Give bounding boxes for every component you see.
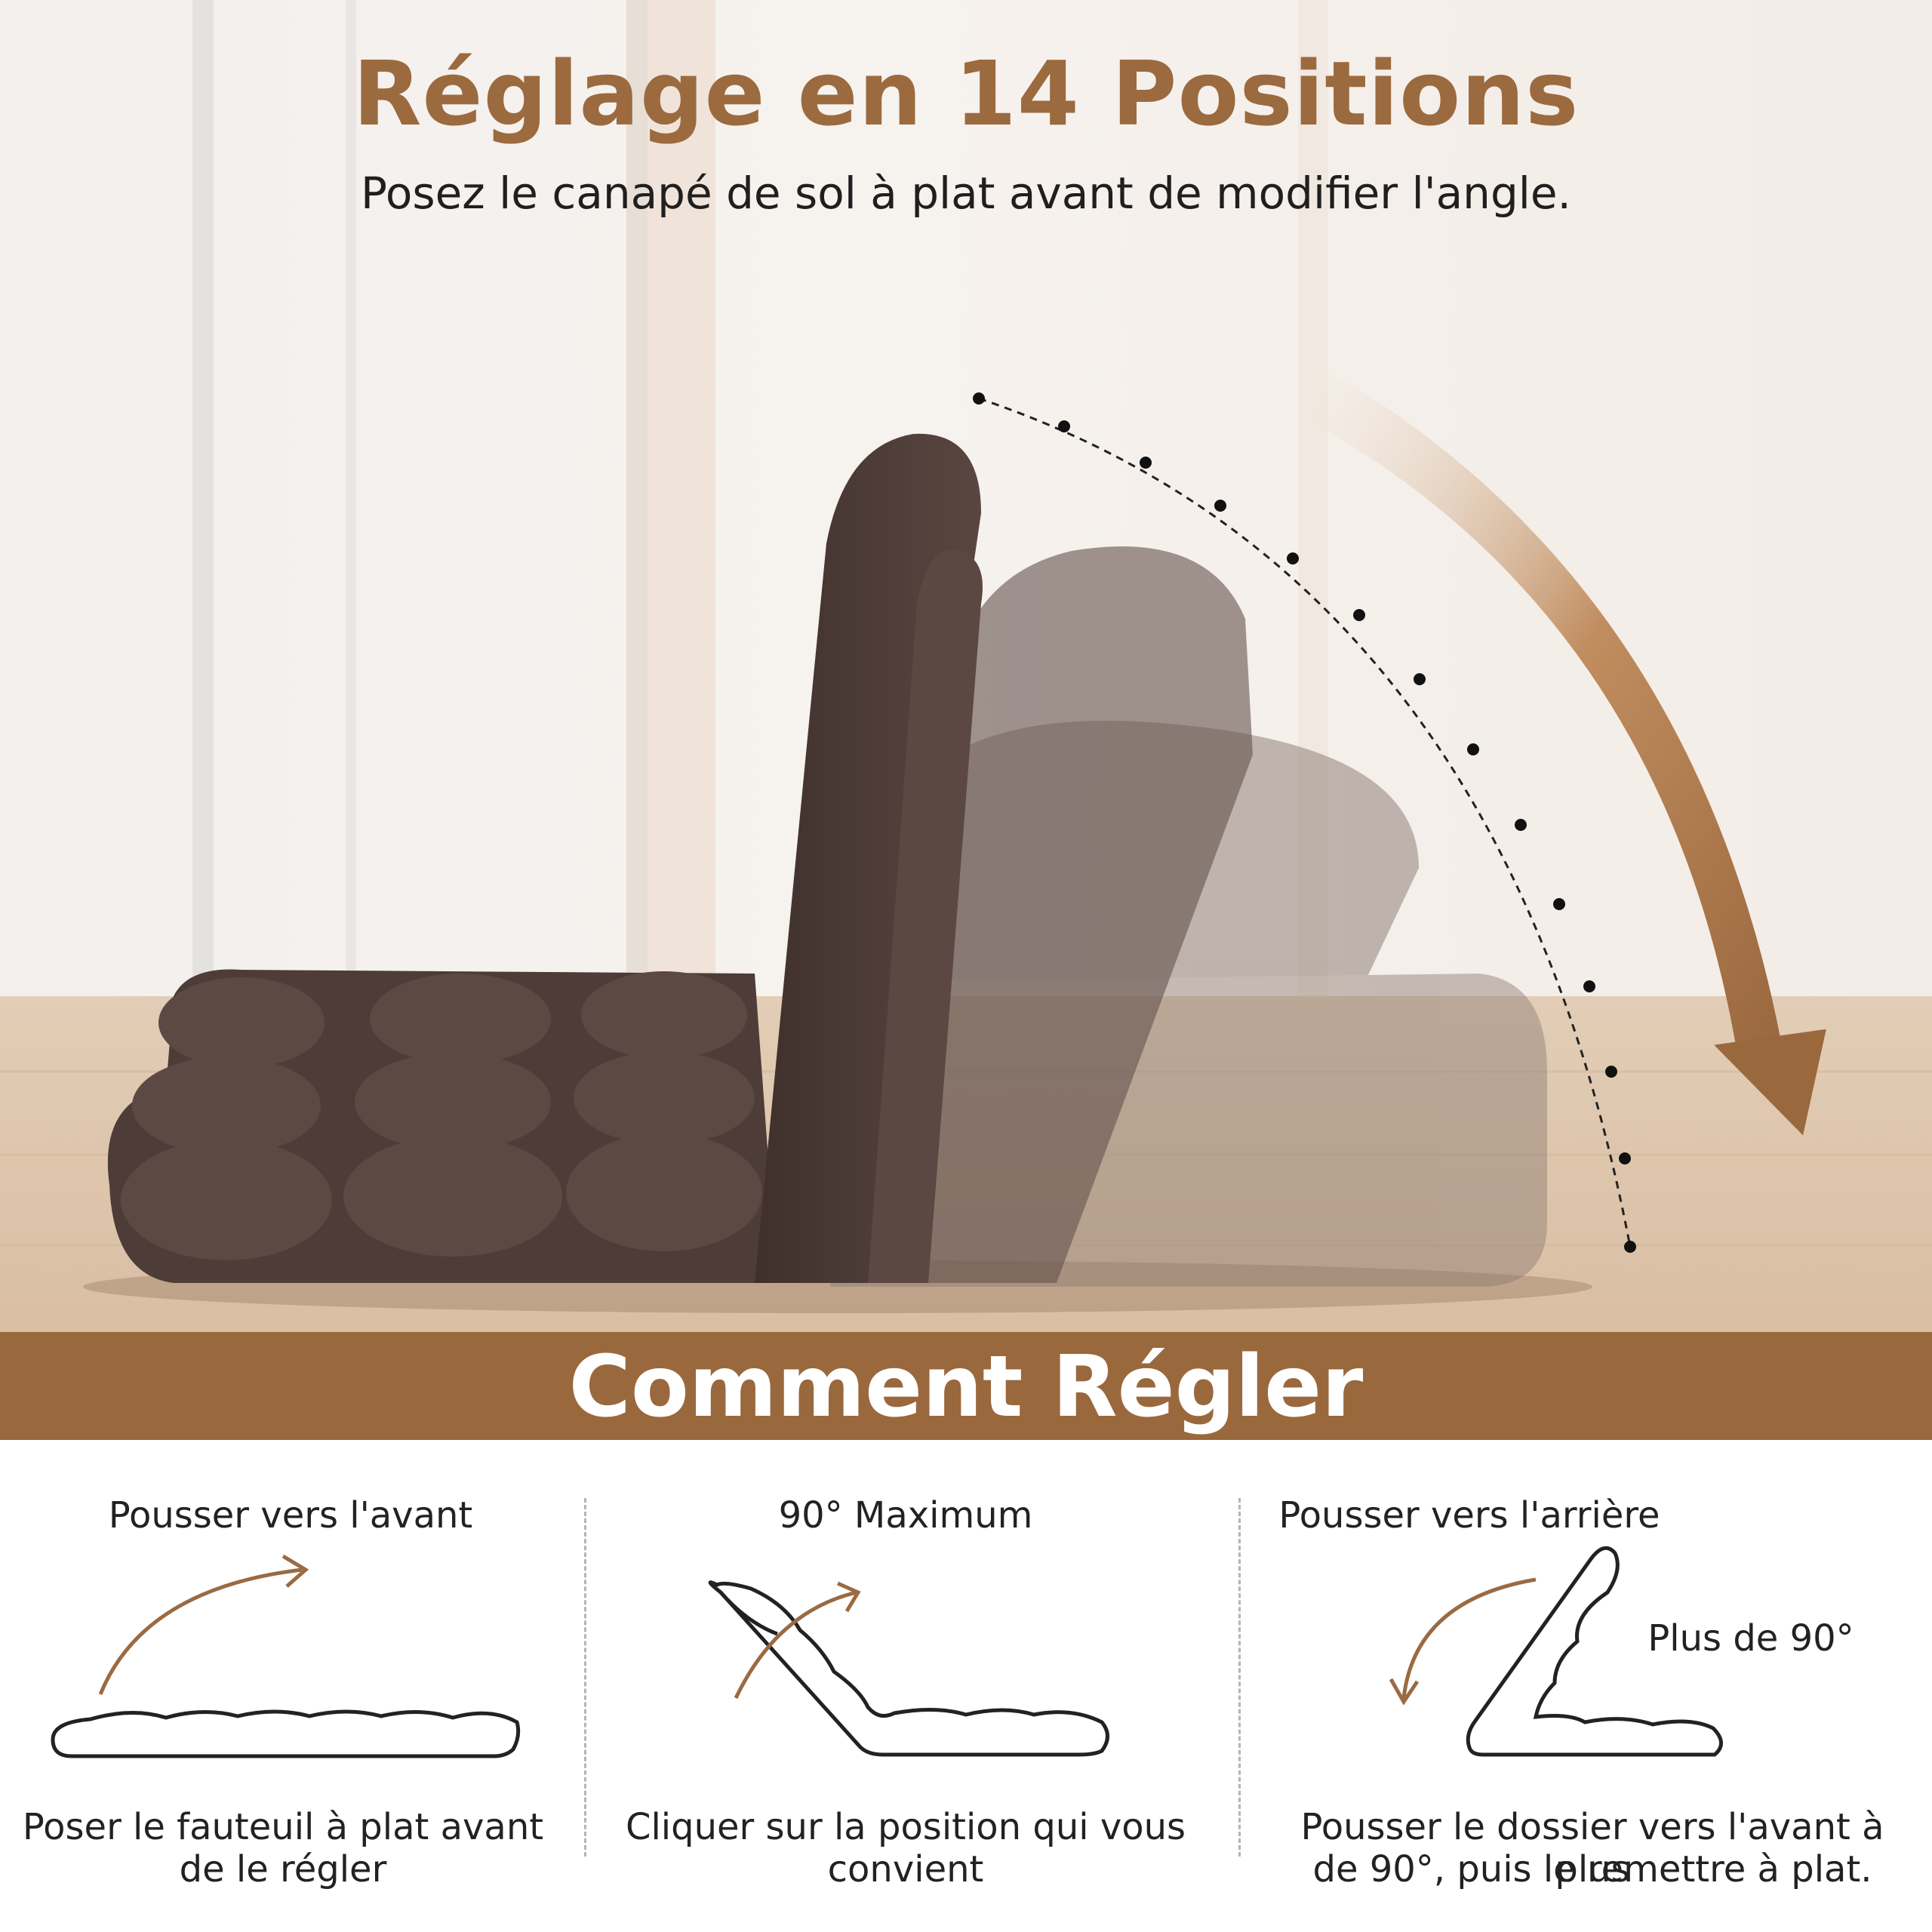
curved-arrow-icon bbox=[1389, 1577, 1537, 1706]
dotted-arc-icon bbox=[973, 392, 1636, 1253]
product-photo bbox=[0, 0, 1932, 1332]
step-2-description-line-2: convient bbox=[827, 1848, 984, 1890]
floor-chair-outline-icon bbox=[708, 1580, 1109, 1757]
step-3-description-line-2: de 90°, puis le remettre à plat. bbox=[1312, 1848, 1872, 1890]
curved-arrow-icon bbox=[98, 1554, 309, 1695]
step-1-description-line-1: Poser le fauteuil à plat avant bbox=[22, 1806, 544, 1848]
step-3-annotation: Plus de 90° bbox=[1647, 1617, 1854, 1660]
step-2-label: 90° Maximum bbox=[778, 1494, 1033, 1537]
main-subtitle: Posez le canapé de sol à plat avant de m… bbox=[360, 168, 1571, 219]
step-divider-1 bbox=[584, 1498, 586, 1857]
step-2-description-line-1: Cliquer sur la position qui vous bbox=[625, 1806, 1186, 1848]
step-divider-2 bbox=[1238, 1498, 1241, 1857]
main-title: Réglage en 14 Positions bbox=[352, 42, 1580, 146]
section-banner bbox=[0, 1332, 1932, 1440]
step-3-label: Pousser vers l'arrière bbox=[1278, 1494, 1660, 1537]
step-1-description-line-2: de le régler bbox=[179, 1848, 387, 1890]
step-1-label: Pousser vers l'avant bbox=[108, 1494, 473, 1537]
down-arrow-icon bbox=[1714, 1029, 1826, 1136]
curved-arrow-icon bbox=[734, 1581, 861, 1700]
floor-chair-outline-icon bbox=[51, 1709, 521, 1758]
banner-title: Comment Régler bbox=[568, 1338, 1364, 1436]
step-3-description-line-1: Pousser le dossier vers l'avant à plus bbox=[1300, 1806, 1884, 1890]
